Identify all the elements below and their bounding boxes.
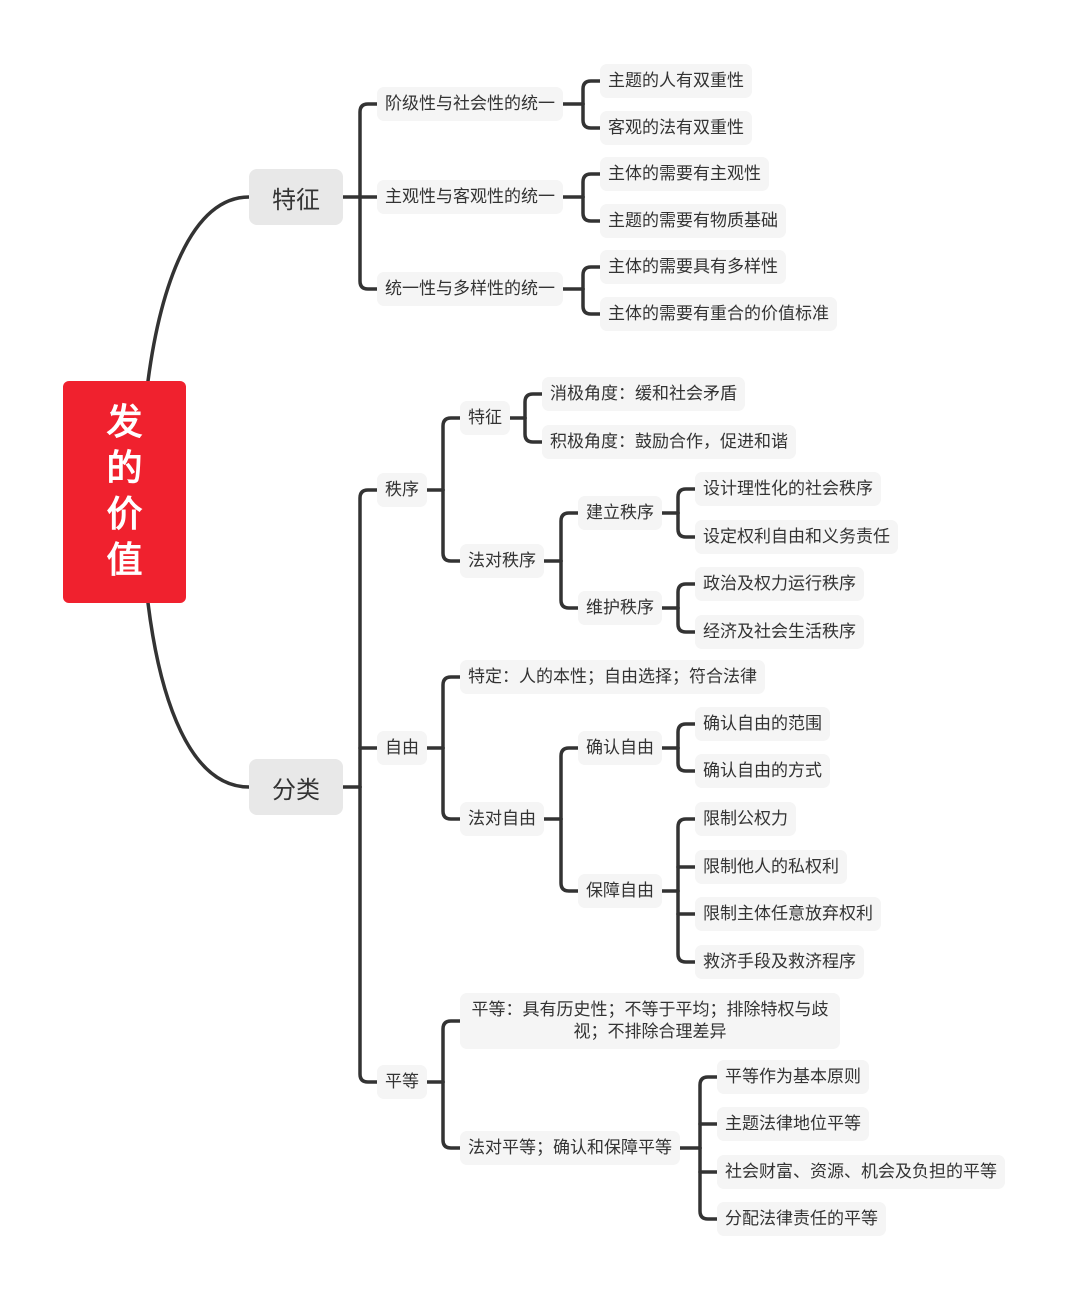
leaf-node[interactable]: 客观的法有双重性 [600,111,752,145]
branch-connector [676,889,697,964]
branch-connector [698,1075,719,1150]
branch-connector [581,172,602,199]
branch-connector [441,746,462,821]
branch-connector [581,265,602,291]
branch-connector [581,79,602,106]
root-connector [146,195,251,383]
leaf-node[interactable]: 主体的需要具有多样性 [600,250,786,284]
branch-connector [523,416,544,444]
branch-connector [559,559,580,610]
node-categories[interactable]: 分类 [249,759,343,815]
branch-connector [698,1146,719,1221]
leaf-node[interactable]: 确认自由的范围 [695,707,830,741]
node-class-social-unity[interactable]: 阶级性与社会性的统一 [377,87,563,121]
leaf-node[interactable]: 主题法律地位平等 [717,1107,869,1141]
node-maintain-order[interactable]: 维护秩序 [578,591,662,625]
branch-connector [358,195,379,291]
leaf-node[interactable]: 主体的需要有重合的价值标准 [600,297,837,331]
leaf-node[interactable]: 社会财富、资源、机会及负担的平等 [717,1155,1005,1189]
branch-connector [581,195,602,223]
leaf-node[interactable]: 限制主体任意放弃权利 [695,897,881,931]
leaf-node[interactable]: 经济及社会生活秩序 [695,615,864,649]
root-connector [146,601,251,789]
leaf-node[interactable]: 消极角度：缓和社会矛盾 [542,377,745,411]
branch-connector [358,785,379,1084]
root-char: 的 [106,448,143,489]
node-order[interactable]: 秩序 [377,473,427,507]
branch-connector [441,1019,462,1084]
leaf-node[interactable]: 设计理性化的社会秩序 [695,472,881,506]
node-freedom-definition[interactable]: 特定：人的本性；自由选择；符合法律 [460,660,765,694]
leaf-node[interactable]: 确认自由的方式 [695,754,830,788]
node-freedom[interactable]: 自由 [377,731,427,765]
leaf-node[interactable]: 限制公权力 [695,802,796,836]
branch-connector [676,487,697,515]
branch-connector [581,102,602,130]
node-confirm-freedom[interactable]: 确认自由 [578,731,662,765]
leaf-node[interactable]: 积极角度：鼓励合作，促进和谐 [542,425,796,459]
branch-connector [676,582,697,610]
leaf-node[interactable]: 主体的需要有主观性 [600,157,769,191]
node-protect-freedom[interactable]: 保障自由 [578,874,662,908]
node-establish-order[interactable]: 建立秩序 [578,496,662,530]
root-char: 值 [106,540,143,581]
leaf-node[interactable]: 主题的人有双重性 [600,64,752,98]
branch-connector [441,675,462,750]
branch-connector [358,102,379,199]
branch-connector [676,511,697,539]
branch-connector [559,746,580,821]
branch-connector [358,488,379,789]
branch-connector [523,392,544,420]
leaf-node[interactable]: 政治及权力运行秩序 [695,567,864,601]
branch-connector [441,1080,462,1150]
branch-connector [441,416,462,492]
node-unity-diversity[interactable]: 统一性与多样性的统一 [377,272,563,306]
leaf-node[interactable]: 设定权利自由和义务责任 [695,520,898,554]
branch-connector [676,606,697,634]
node-law-equality[interactable]: 法对平等；确认和保障平等 [460,1131,680,1165]
branch-connector [581,287,602,316]
node-order-feature[interactable]: 特征 [460,401,510,435]
node-subjective-objective-unity[interactable]: 主观性与客观性的统一 [377,180,563,214]
root-char: 价 [106,494,143,535]
node-law-order[interactable]: 法对秩序 [460,544,544,578]
node-equality-definition[interactable]: 平等：具有历史性；不等于平均；排除特权与歧视；不排除合理差异 [460,993,840,1049]
node-equality[interactable]: 平等 [377,1065,427,1099]
branch-connector [676,722,697,750]
branch-connector [676,817,697,893]
leaf-node[interactable]: 平等作为基本原则 [717,1060,869,1094]
branch-connector [559,817,580,893]
branch-connector [441,488,462,563]
leaf-node[interactable]: 救济手段及救济程序 [695,945,864,979]
leaf-node[interactable]: 分配法律责任的平等 [717,1202,886,1236]
leaf-node[interactable]: 限制他人的私权利 [695,850,847,884]
node-law-freedom[interactable]: 法对自由 [460,802,544,836]
leaf-node[interactable]: 主题的需要有物质基础 [600,204,786,238]
branch-connector [559,511,580,563]
root-node[interactable]: 发 的 价 值 [63,381,186,603]
root-char: 发 [106,402,143,443]
node-characteristics[interactable]: 特征 [249,169,343,225]
branch-connector [676,746,697,773]
